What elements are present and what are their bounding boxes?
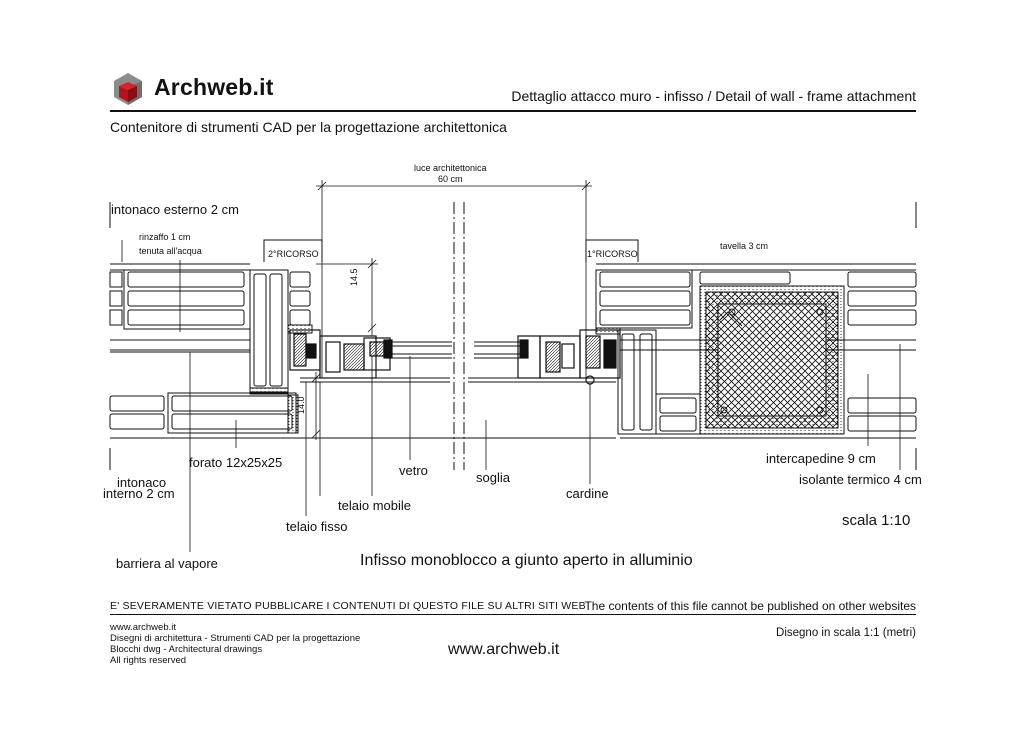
header-rule: [110, 110, 916, 112]
label-intonaco-interno-1: intonaco: [117, 475, 167, 490]
ricorso-left: 2°RICORSO: [268, 249, 319, 259]
label-vetro: vetro: [399, 463, 428, 478]
warning-it: E' SEVERAMENTE VIETATO PUBBLICARE I CONT…: [110, 600, 586, 612]
label-tenuta: tenuta all'acqua: [139, 246, 202, 256]
label-soglia: soglia: [476, 470, 510, 485]
leader-lines: [121, 240, 901, 552]
center-break: [453, 202, 465, 470]
footer-scale-note: Disegno in scala 1:1 (metri): [776, 627, 916, 639]
left-frame-profile: [289, 329, 393, 379]
logo-text: Archweb.it: [154, 74, 274, 100]
glass-pane: [392, 341, 520, 359]
label-isolante: isolante termico 4 cm: [799, 472, 922, 487]
dimension-luce: [316, 180, 592, 378]
label-rinzaffo: rinzaffo 1 cm: [139, 232, 191, 242]
footer-rule: [110, 614, 916, 615]
dimension-14-0: [311, 372, 321, 440]
footer-line-1: www.archweb.it: [110, 622, 176, 633]
luce-value: 60 cm: [438, 174, 463, 184]
dimension-14-5: [316, 258, 378, 336]
break-line-left: [109, 202, 917, 470]
drawing-scale: scala 1:10: [842, 512, 911, 529]
label-intonaco-interno-2: interno 2 cm: [103, 486, 175, 501]
label-intonaco-esterno: intonaco esterno 2 cm: [111, 202, 239, 217]
label-forato: forato 12x25x25: [189, 455, 283, 470]
right-frame-profile: [517, 329, 621, 385]
label-intercapedine: intercapedine 9 cm: [766, 451, 876, 466]
dim-14-0-label: 14.0: [296, 396, 306, 414]
footer-line-4: All rights reserved: [110, 655, 187, 666]
warning-en: The contents of this file cannot be publ…: [584, 599, 916, 613]
insulation-block: [699, 285, 845, 435]
label-barriera: barriera al vapore: [116, 556, 218, 571]
label-telaio-fisso: telaio fisso: [286, 519, 348, 534]
label-tavella: tavella 3 cm: [720, 241, 769, 251]
left-jamb-brick: [249, 269, 313, 434]
right-wall-brick: [847, 271, 917, 432]
sheet-subtitle: Contenitore di strumenti CAD per la prog…: [110, 119, 507, 135]
left-inner-brick: [109, 392, 297, 434]
dim-14-5-label: 14.5: [349, 268, 359, 286]
sheet-title: Dettaglio attacco muro - infisso / Detai…: [511, 88, 916, 104]
luce-label: luce architettonica: [414, 163, 487, 173]
drawing-caption: Infisso monoblocco a giunto aperto in al…: [360, 552, 693, 569]
footer-line-3: Blocchi dwg - Architectural drawings: [110, 644, 263, 655]
footer-url[interactable]: www.archweb.it: [448, 641, 560, 658]
label-cardine: cardine: [566, 486, 609, 501]
footer-line-2: Disegni di architettura - Strumenti CAD …: [110, 633, 361, 644]
label-telaio-mobile: telaio mobile: [338, 498, 411, 513]
ricorso-right: 1°RICORSO: [587, 249, 638, 259]
